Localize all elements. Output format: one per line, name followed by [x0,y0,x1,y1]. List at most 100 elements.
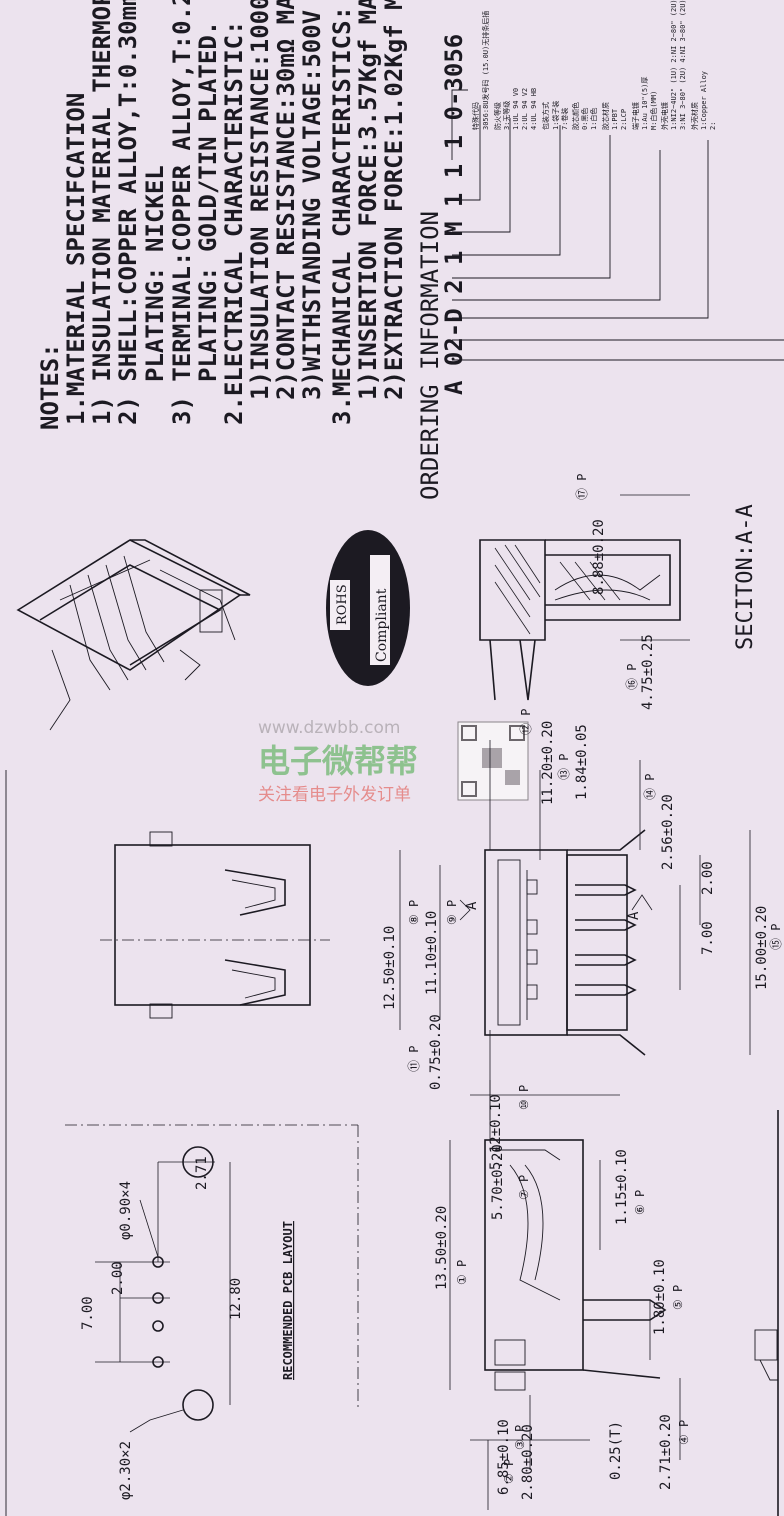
dim-2-text: 2.80±0.20 [520,1424,536,1500]
dim-12-value: 11.20±0.20 [540,721,556,805]
legend-line-17: 端子电镀 [631,102,640,130]
legend-line-6: 2:UL 94 V2 [521,88,529,130]
legend-line-14: 胶芯材质 [601,102,610,130]
legend-line-25: 2: [709,122,717,130]
section-a-a-view: 8.88±0.20 ⑰ P 4.75±0.25 ⑯ P SECITON:A-A [479,474,758,710]
dim-9-value: 11.10±0.10 [424,911,440,995]
legend-line-10: 7:卷装 [560,108,569,130]
dim-1-ref: ① P [455,1260,469,1285]
dim-10-value: 5.12±0.10 [488,1094,504,1170]
top-view: 12.50±0.10 ⑧ P 11.10±0.10 ⑨ P 0.75±0.20 … [382,709,783,1170]
ordering-code: A 02-D 2 1 M 1 1 1 0-3056 [440,34,468,395]
legend-line-21: 1:NI2~4U2" (1U) 2:NI 2~80" (2U) [670,0,678,130]
dim-6-value: 1.15±0.10 [614,1149,630,1225]
legend-line-22: 3:NI 3~80" (2U) 4:NI 3~80" (2U) [679,0,687,130]
notes-line-1: 1.MATERIAL SPECIFCATION [62,93,90,425]
legend-line-3: 防火等级 [493,102,502,130]
dim-16-value: 4.75±0.25 [640,634,656,710]
notes-line-3: 2) SHELL:COPPER ALLOY,T:0.30mm [114,0,142,425]
notes-line-11: 3.MECHANICAL CHARACTERISTICS: [328,6,356,425]
dim-12-ref: ⑫ P [519,709,533,735]
dim-14-ref: ⑭ P [643,774,657,800]
legend-line-4: 3:无等级 [502,101,511,130]
dim-5-value: 1.80±0.10 [652,1259,668,1335]
dim-15-value: 15.00±0.20 [754,906,770,990]
dim-2-label: 2.80±0.20 ② P [502,1424,538,1512]
legend-line-2: 3056:8U发号码 (15.0U)无排条后插 [481,11,490,130]
dim-7-value: 5.70±0.20 [490,1144,506,1220]
dim-9-ref: ⑨ P [445,900,459,925]
legend-line-15: 1:PBT [611,108,619,130]
dim-17-value: 8.88±0.20 [591,519,607,595]
legend-line-11: 胶芯颜色 [571,102,580,130]
notes-heading: NOTES: [36,343,64,430]
rohs-text-line2: Compliant [374,588,390,662]
dim-8-value: 12.50±0.10 [382,926,398,1010]
legend-line-18: 1:Au 10"(5)厚 [641,77,649,130]
legend-line-12: 0:黑色 [580,108,589,130]
dim-2-ref-text: ② P [502,1458,516,1484]
rohs-text-line1: ROHS [335,584,350,625]
pcb-dim-pitch-total: 7.00 [80,1296,96,1330]
legend-line-8: 包装方式 [541,102,550,130]
pcb-dim-offset: 2.71 [194,1156,210,1190]
legend-line-13: 1:白色 [589,108,598,130]
dim-4-value: 2.71±0.20 [658,1414,674,1490]
dim-17-ref: ⑰ P [575,474,589,500]
dim-14-value: 2.56±0.20 [660,794,676,870]
pcb-dim-hole-large: φ2.30×2 [118,1441,134,1500]
dim-span: 7.00 [700,921,716,955]
notes-line-12: 1)INSERTION FORCE:3.57Kgf MAX. [354,0,382,400]
legend-line-23: 外壳材质 [690,102,699,130]
dim-8-ref: ⑧ P [407,900,421,925]
notes-block: NOTES: 1.MATERIAL SPECIFCATION 1) INSULA… [36,0,468,500]
notes-line-9: 2)CONTACT RESISTANCE:30mΩ MAX. [272,0,300,400]
dim-t-value: 0.25(T) [608,1421,624,1480]
qr-code-icon [457,721,529,801]
section-marker-bottom: A [626,911,642,920]
dim-13-ref: ⑬ P [557,754,571,780]
isometric-connector [16,539,251,731]
dim-13-value: 1.84±0.05 [574,724,590,800]
section-marker-top: A [464,901,480,910]
section-label: SECITON:A-A [733,504,758,650]
dim-11-ref: ⑪ P [407,1046,421,1072]
notes-line-6: PLATING: GOLD/TIN PLATED. [194,21,222,382]
legend-line-5: 1:UL 94 V0 [512,88,520,130]
dim-3-ref: ③ P [513,1425,527,1450]
dim-1-value: 13.50±0.20 [434,1206,450,1290]
pcb-dim-span: 12.80 [228,1278,244,1320]
watermark-slogan: 关注看电子外发订单 [258,785,411,805]
ordering-label: ORDERING INFORMATION [416,211,444,500]
legend-line-1: 特殊代码 [471,102,480,130]
partial-view-bottom-right [754,1110,779,1516]
legend-line-7: 4:UL 94 HB [530,88,538,130]
legend-line-24: 1:Copper Alloy [700,71,708,130]
ordering-leader-lines [451,89,784,361]
side-view: 13.50±0.20 ① P 5.70±0.20 ⑦ P 6.85±0.10 ③… [434,1080,691,1495]
rohs-badge: ROHS Compliant [326,530,410,686]
dim-4-ref: ④ P [677,1420,691,1445]
dim-7-ref: ⑦ P [517,1175,531,1200]
pcb-layout: 7.00 2.00 φ0.90×4 2.71 12.80 φ2.30×2 REC… [65,1124,359,1500]
notes-line-10: 3)WITHSTANDING VOLTAGE:500V AC. [298,0,326,400]
legend-line-16: 2:LCP [620,109,628,130]
pcb-layout-title: RECOMMENDED PCB LAYOUT [281,1221,295,1380]
dim-3-value: 6.85±0.10 [496,1419,512,1495]
dim-16-ref: ⑯ P [625,664,639,690]
notes-line-5: 3) TERMINAL:COPPER ALLOY,T:0.25mm [168,0,196,425]
dim-10-ref: ⑩ P [517,1085,531,1110]
dim-11-value: 0.75±0.20 [428,1014,444,1090]
notes-line-7: 2.ELECTRICAL CHARACTERISTIC: [220,20,248,425]
watermark-url: www.dzwbb.com [258,718,400,738]
dim-15-ref: ⑮ P [769,924,783,950]
section-hatch [494,544,621,635]
notes-line-8: 1)INSULATION RESISTANCE:1000MΩ M [246,0,274,400]
legend-line-20: 外壳电镀 [660,102,669,130]
dim-pitch: 2.00 [700,861,716,895]
legend-line-19: M:白色(MM) [649,91,658,130]
watermark: www.dzwbb.com 电子微帮帮 关注看电子外发订单 [258,718,529,805]
front-view [100,831,330,1019]
notes-line-13: 2)EXTRACTION FORCE:1.02Kgf MIN. [380,0,408,400]
